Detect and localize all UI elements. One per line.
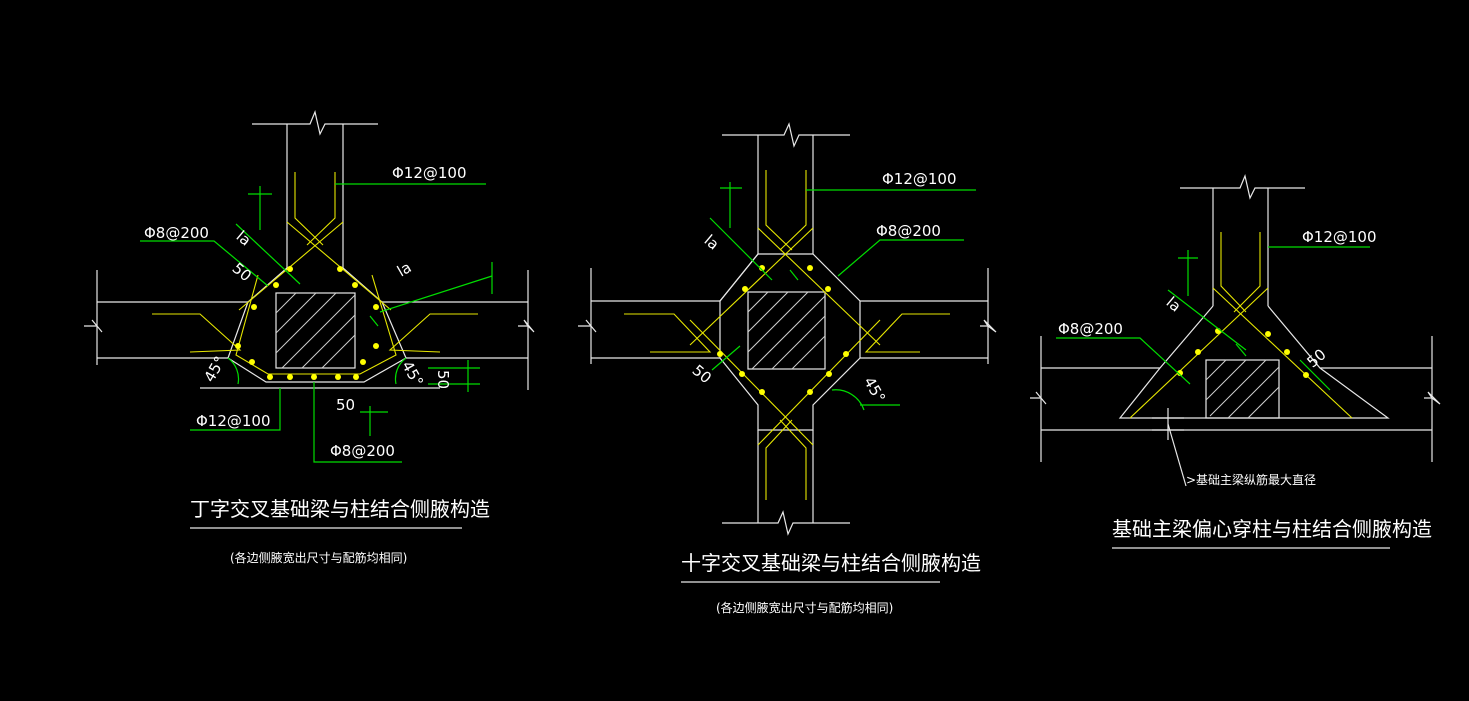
rebar-dots (717, 265, 849, 395)
dimension-leaders (140, 183, 493, 463)
column-section (1205, 359, 1280, 419)
dimension-leaders (1056, 246, 1370, 487)
label-phi8: Φ8@200 (1058, 320, 1123, 338)
label-50-right: 50 (434, 370, 452, 389)
label-45-right: 45° (398, 358, 427, 390)
rebar-lines (624, 170, 950, 500)
label-la-left: la (233, 227, 255, 249)
diagram-t-junction: Φ12@100 Φ8@200 la la 50 45° 45° 50 Φ12@1… (84, 110, 535, 565)
label-45: 45° (860, 374, 889, 406)
rebar-dots (235, 266, 379, 380)
diagram-eccentric-beam: Φ12@100 Φ8@200 la 50 >基础主梁纵筋最大直径 基础主梁偏心穿… (1030, 174, 1441, 549)
rebar-lines (1129, 232, 1353, 419)
diagram-title: 十字交叉基础梁与柱结合侧腋构造 (681, 551, 981, 575)
rebar-lines (152, 172, 478, 375)
diagram-cross-junction: Φ12@100 Φ8@200 la 50 45° 十字交叉基础梁与柱结合侧腋构造… (578, 122, 997, 615)
column-section (275, 292, 356, 369)
column-section (747, 291, 826, 370)
beam-outline (84, 270, 535, 390)
label-phi12: Φ12@100 (1302, 228, 1377, 246)
label-phi8-bottom: Φ8@200 (330, 442, 395, 460)
label-la-right: la (394, 258, 415, 280)
label-phi8-left: Φ8@200 (144, 224, 209, 242)
diagram-title: 基础主梁偏心穿柱与柱结合侧腋构造 (1112, 517, 1432, 541)
label-50: 50 (689, 361, 715, 387)
column-outline (722, 122, 850, 536)
label-50-left: 50 (229, 259, 255, 285)
label-phi12: Φ12@100 (882, 170, 957, 188)
column-outline (252, 110, 378, 268)
haunch-outline (1118, 305, 1390, 419)
column-outline (1180, 174, 1305, 306)
label-max-diameter: >基础主梁纵筋最大直径 (1186, 472, 1316, 487)
haunch-outline (719, 253, 861, 431)
dimension-leaders (709, 182, 976, 411)
label-50-bottom: 50 (336, 396, 355, 414)
label-la: la (701, 231, 723, 253)
beam-outline (578, 268, 997, 364)
diagram-note: (各边侧腋宽出尺寸与配筋均相同) (230, 550, 407, 565)
diagram-note: (各边侧腋宽出尺寸与配筋均相同) (716, 600, 893, 615)
label-phi12-bottom: Φ12@100 (196, 412, 271, 430)
beam-outline (1030, 336, 1441, 462)
label-phi8: Φ8@200 (876, 222, 941, 240)
diagram-title: 丁字交叉基础梁与柱结合侧腋构造 (190, 497, 490, 521)
label-phi12-top: Φ12@100 (392, 164, 467, 182)
haunch-outline (227, 267, 407, 383)
label-la: la (1163, 293, 1185, 315)
